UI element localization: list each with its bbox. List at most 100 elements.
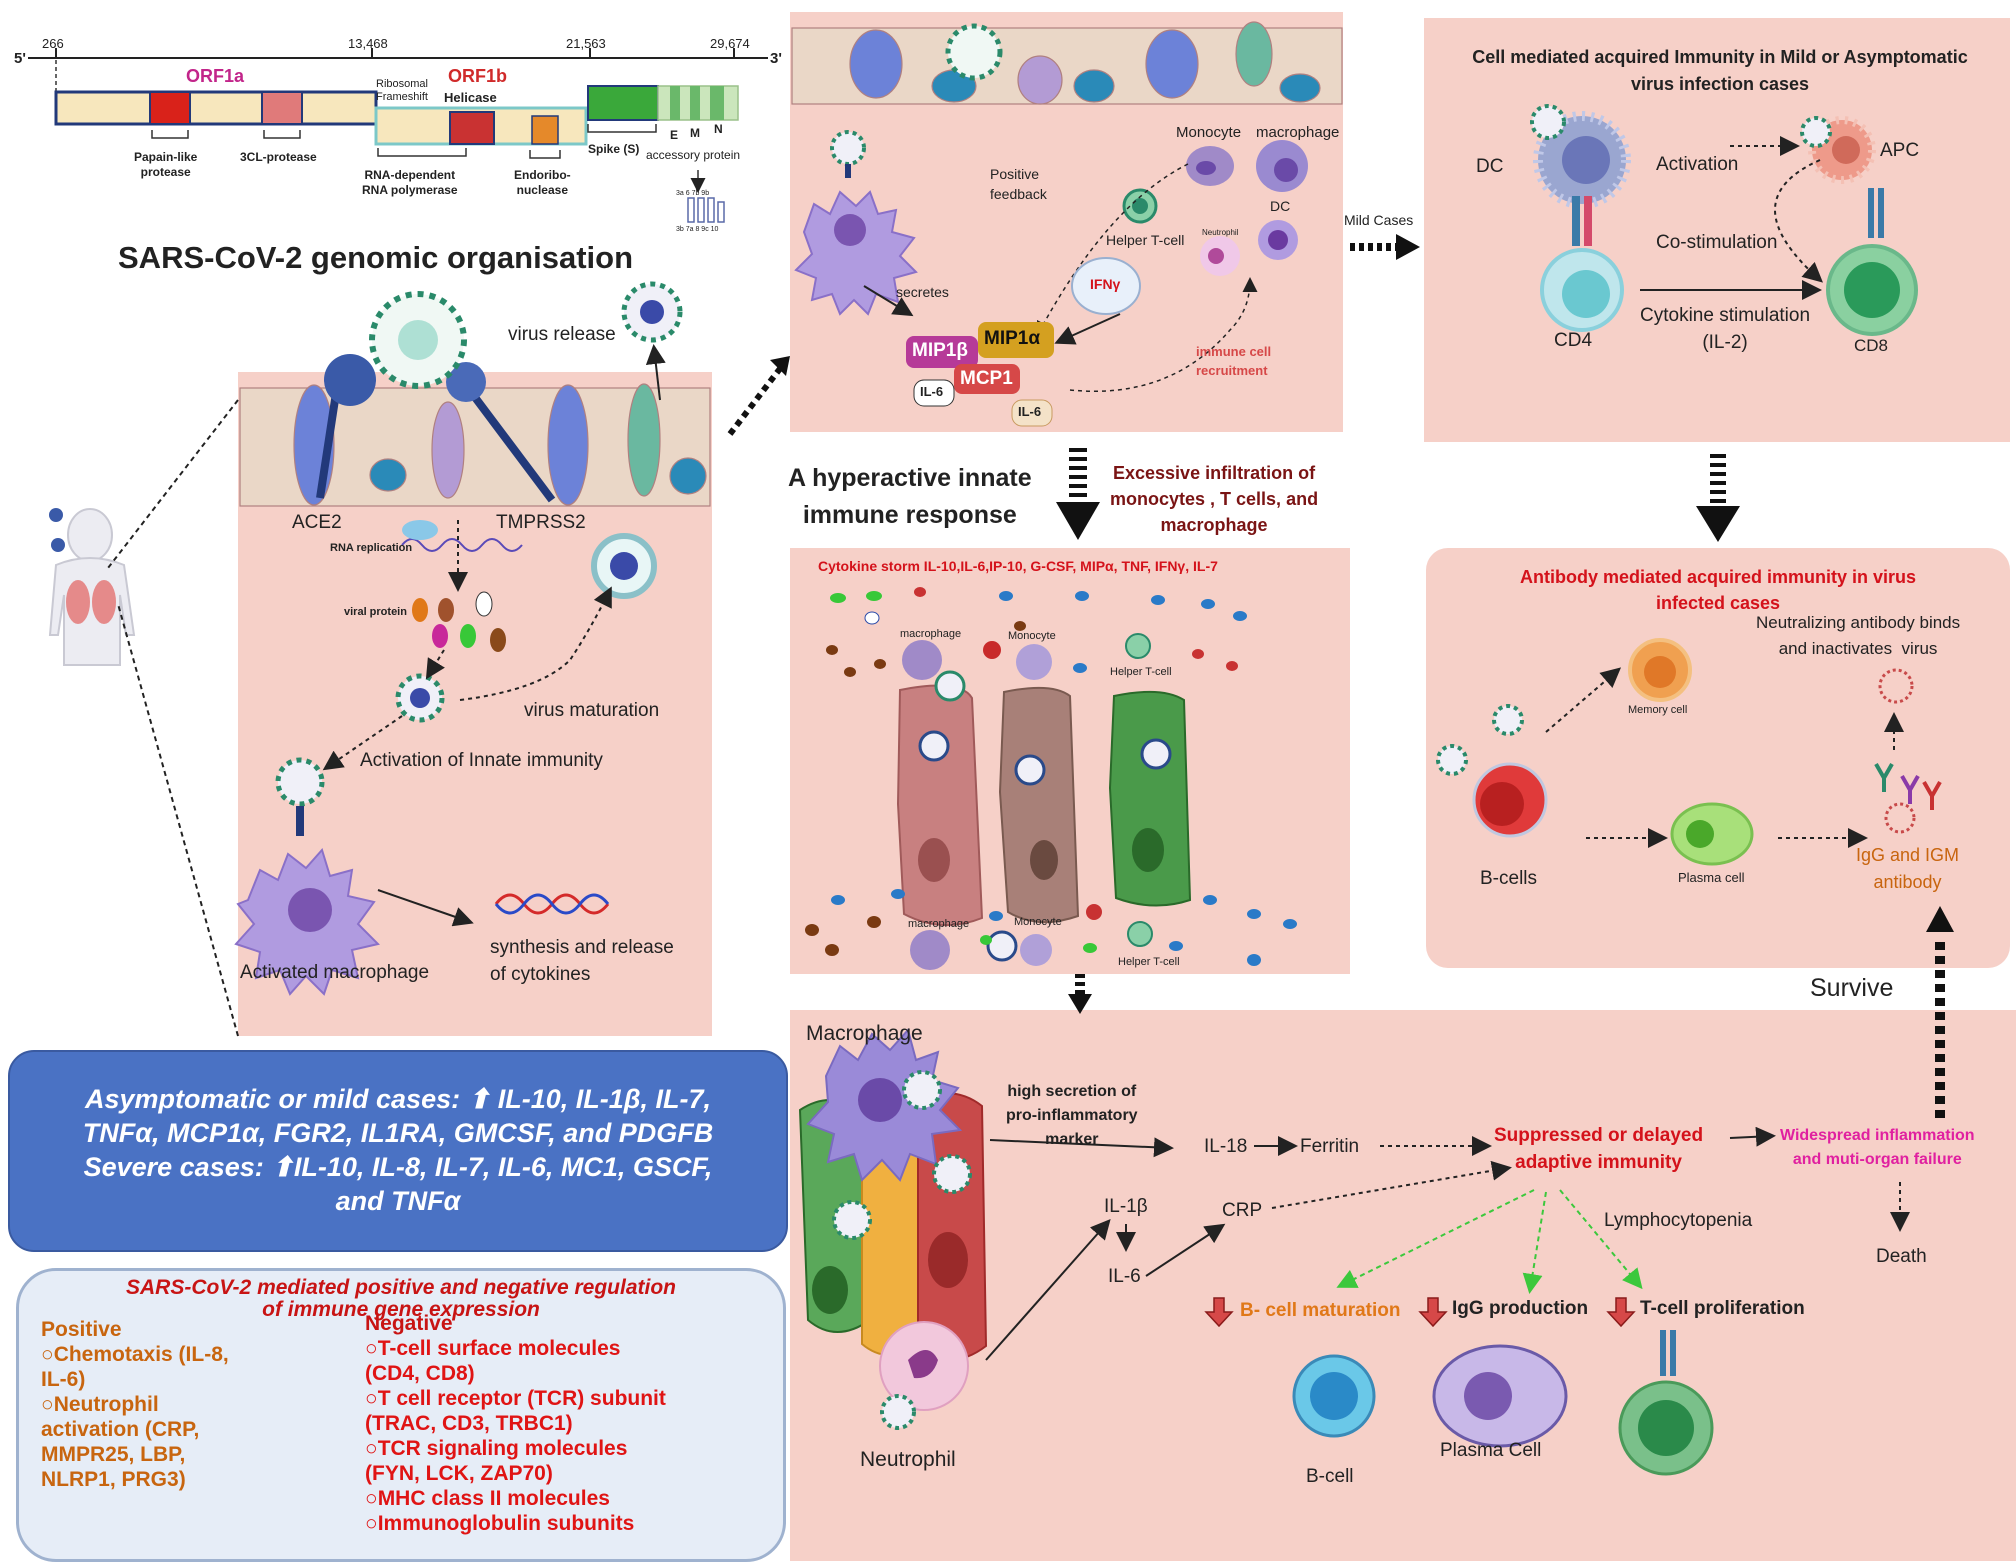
helicase-block bbox=[449, 111, 495, 145]
death-label: Death bbox=[1876, 1246, 1927, 1267]
bullet-icon: ○ bbox=[365, 1512, 378, 1535]
crp-label: CRP bbox=[1222, 1200, 1263, 1221]
negative-item-text: MHC class II molecules bbox=[377, 1487, 610, 1510]
position-29674: 29,674 bbox=[710, 36, 750, 51]
macrophage-label: macrophage bbox=[1256, 124, 1340, 141]
dc-label: DC bbox=[1476, 156, 1504, 177]
virus-release-label: virus release bbox=[508, 324, 616, 345]
regulation-title: SARS-CoV-2 mediated positive and negativ… bbox=[126, 1276, 676, 1321]
severe-cells bbox=[798, 1027, 988, 1430]
bullet-icon: ○ bbox=[41, 1343, 54, 1366]
position-13468: 13,468 bbox=[348, 36, 388, 51]
accessory-label: accessory protein bbox=[646, 148, 741, 162]
severe-panel bbox=[790, 1010, 2016, 1561]
apc-cell-icon bbox=[1800, 116, 1876, 184]
tmprss2-label: TMPRSS2 bbox=[496, 512, 586, 533]
negative-item: ○MHC class II molecules bbox=[365, 1486, 775, 1511]
genome-title: SARS-CoV-2 genomic organisation bbox=[118, 240, 634, 275]
antibody-panel bbox=[1426, 548, 2010, 968]
plasma-cell-label: Plasma cell bbox=[1678, 870, 1745, 885]
virus-icon-mature bbox=[591, 533, 657, 599]
storm-helper-top: Helper T-cell bbox=[1110, 666, 1172, 678]
spike-block bbox=[587, 85, 659, 121]
helper-t-icon-innate bbox=[1122, 188, 1158, 224]
three-prime-label: 3' bbox=[770, 50, 782, 67]
cytokine-dots bbox=[805, 587, 1297, 966]
bcell-severe-label: B-cell bbox=[1306, 1466, 1354, 1487]
positive-feedback-label: Positive feedback bbox=[990, 166, 1047, 202]
virus-maturation-label: virus maturation bbox=[524, 700, 660, 721]
accessory-small-icon bbox=[687, 197, 725, 223]
helicase-label: Helicase bbox=[444, 90, 497, 105]
tcell-icon-severe bbox=[1618, 1330, 1714, 1476]
bullet-icon: ○ bbox=[365, 1387, 378, 1410]
summary-line-2: TNFα, MCP1α, FGR2, IL1RA, GMCSF, and PDG… bbox=[82, 1118, 714, 1148]
ace2-label: ACE2 bbox=[292, 512, 342, 533]
il18-label: IL-18 bbox=[1204, 1136, 1248, 1157]
e-label: E bbox=[670, 128, 679, 142]
neutrophil-icon-innate bbox=[1200, 236, 1240, 276]
dc-label-innate: DC bbox=[1270, 198, 1291, 214]
ferritin-label: Ferritin bbox=[1300, 1136, 1360, 1157]
antibody-icons bbox=[1874, 668, 1942, 834]
memory-cell-icon bbox=[1628, 638, 1692, 702]
negative-item-text: Immunoglobulin subunits bbox=[377, 1512, 635, 1535]
ribosomal-frameshift-label: Ribosomal Frameshift bbox=[376, 78, 428, 103]
virus-icon-release bbox=[621, 281, 683, 343]
monocyte-label: Monocyte bbox=[1176, 124, 1242, 141]
orf1a-block bbox=[54, 90, 378, 126]
synthesis-label: synthesis and release of cytokines bbox=[490, 937, 674, 985]
bcell-icon-antibody bbox=[1436, 704, 1548, 838]
mip1a-label: MIP1α bbox=[984, 328, 1041, 349]
bullet-icon: ○ bbox=[365, 1487, 378, 1510]
epithelial-cells-infection bbox=[239, 383, 711, 507]
plasma-cell-icon bbox=[1670, 802, 1754, 866]
bcell-icon-severe bbox=[1292, 1354, 1376, 1438]
igg-production-label: IgG production bbox=[1452, 1298, 1589, 1319]
plasma-cell-icon-severe bbox=[1432, 1344, 1568, 1448]
storm-monocyte-bottom: Monocyte bbox=[1014, 916, 1062, 928]
tcell-prolif-label: T-cell proliferation bbox=[1640, 1298, 1805, 1319]
il6-severe-label: IL-6 bbox=[1108, 1266, 1141, 1287]
accessory-small-bottom: 3b 7a 8 9c 10 bbox=[676, 226, 719, 233]
summary-line-4: and TNFα bbox=[335, 1186, 461, 1216]
recruitment-label: immune cell recruitment bbox=[1196, 344, 1272, 378]
macrophage-small-icon bbox=[1256, 140, 1308, 192]
secretes-label: secretes bbox=[896, 284, 949, 300]
summary-line-1: Asymptomatic or mild cases: ⬆ IL-10, IL-… bbox=[84, 1084, 712, 1114]
dc-icon-innate bbox=[1258, 220, 1298, 260]
ifng-bubble bbox=[1071, 257, 1141, 315]
m-label: M bbox=[690, 126, 700, 140]
orf1b-label: ORF1b bbox=[448, 66, 508, 86]
3cl-label: 3CL-protease bbox=[240, 150, 317, 164]
hyperactive-label: A hyperactive innate immune response bbox=[788, 464, 1032, 529]
orf1a-label: ORF1a bbox=[186, 66, 245, 86]
bcells-label: B-cells bbox=[1480, 868, 1538, 889]
negative-item: ○Immunoglobulin subunits bbox=[365, 1511, 775, 1536]
cd8-cell-icon bbox=[1826, 188, 1918, 336]
cd4-label: CD4 bbox=[1554, 330, 1593, 351]
negative-item-text: TCR signaling molecules (FYN, LCK, ZAP70… bbox=[365, 1437, 628, 1485]
apc-label: APC bbox=[1880, 140, 1920, 161]
bullet-icon: ○ bbox=[365, 1437, 378, 1460]
costim-label: Co-stimulation bbox=[1656, 232, 1778, 253]
negative-item-text: T cell receptor (TCR) subunit (TRAC, CD3… bbox=[365, 1387, 666, 1435]
il1b-label: IL-1β bbox=[1104, 1196, 1148, 1217]
memory-cell-label: Memory cell bbox=[1628, 704, 1688, 716]
macrophage-severe-label: Macrophage bbox=[806, 1022, 923, 1045]
positive-item-text: Neutrophil activation (CRP, MMPR25, LBP,… bbox=[41, 1393, 200, 1491]
helper-t-label-innate: Helper T-cell bbox=[1106, 232, 1185, 248]
regulation-box: SARS-CoV-2 mediated positive and negativ… bbox=[16, 1268, 786, 1562]
cd8-label: CD8 bbox=[1854, 336, 1889, 355]
cytokine-blocks bbox=[906, 322, 1054, 427]
cell-mediated-title: Cell mediated acquired Immunity in Mild … bbox=[1472, 47, 1968, 94]
monocyte-icon-innate bbox=[1186, 146, 1234, 186]
cell-mediated-panel bbox=[1424, 18, 2010, 442]
storm-macrophage-top: macrophage bbox=[900, 628, 962, 640]
storm-monocyte-top: Monocyte bbox=[1008, 630, 1056, 642]
endoribonuclease-block bbox=[531, 115, 559, 145]
il6-label-a: IL-6 bbox=[920, 384, 944, 399]
cytokine-stim-label: Cytokine stimulation (IL-2) bbox=[1640, 305, 1811, 353]
spike-label: Spike (S) bbox=[588, 142, 640, 156]
